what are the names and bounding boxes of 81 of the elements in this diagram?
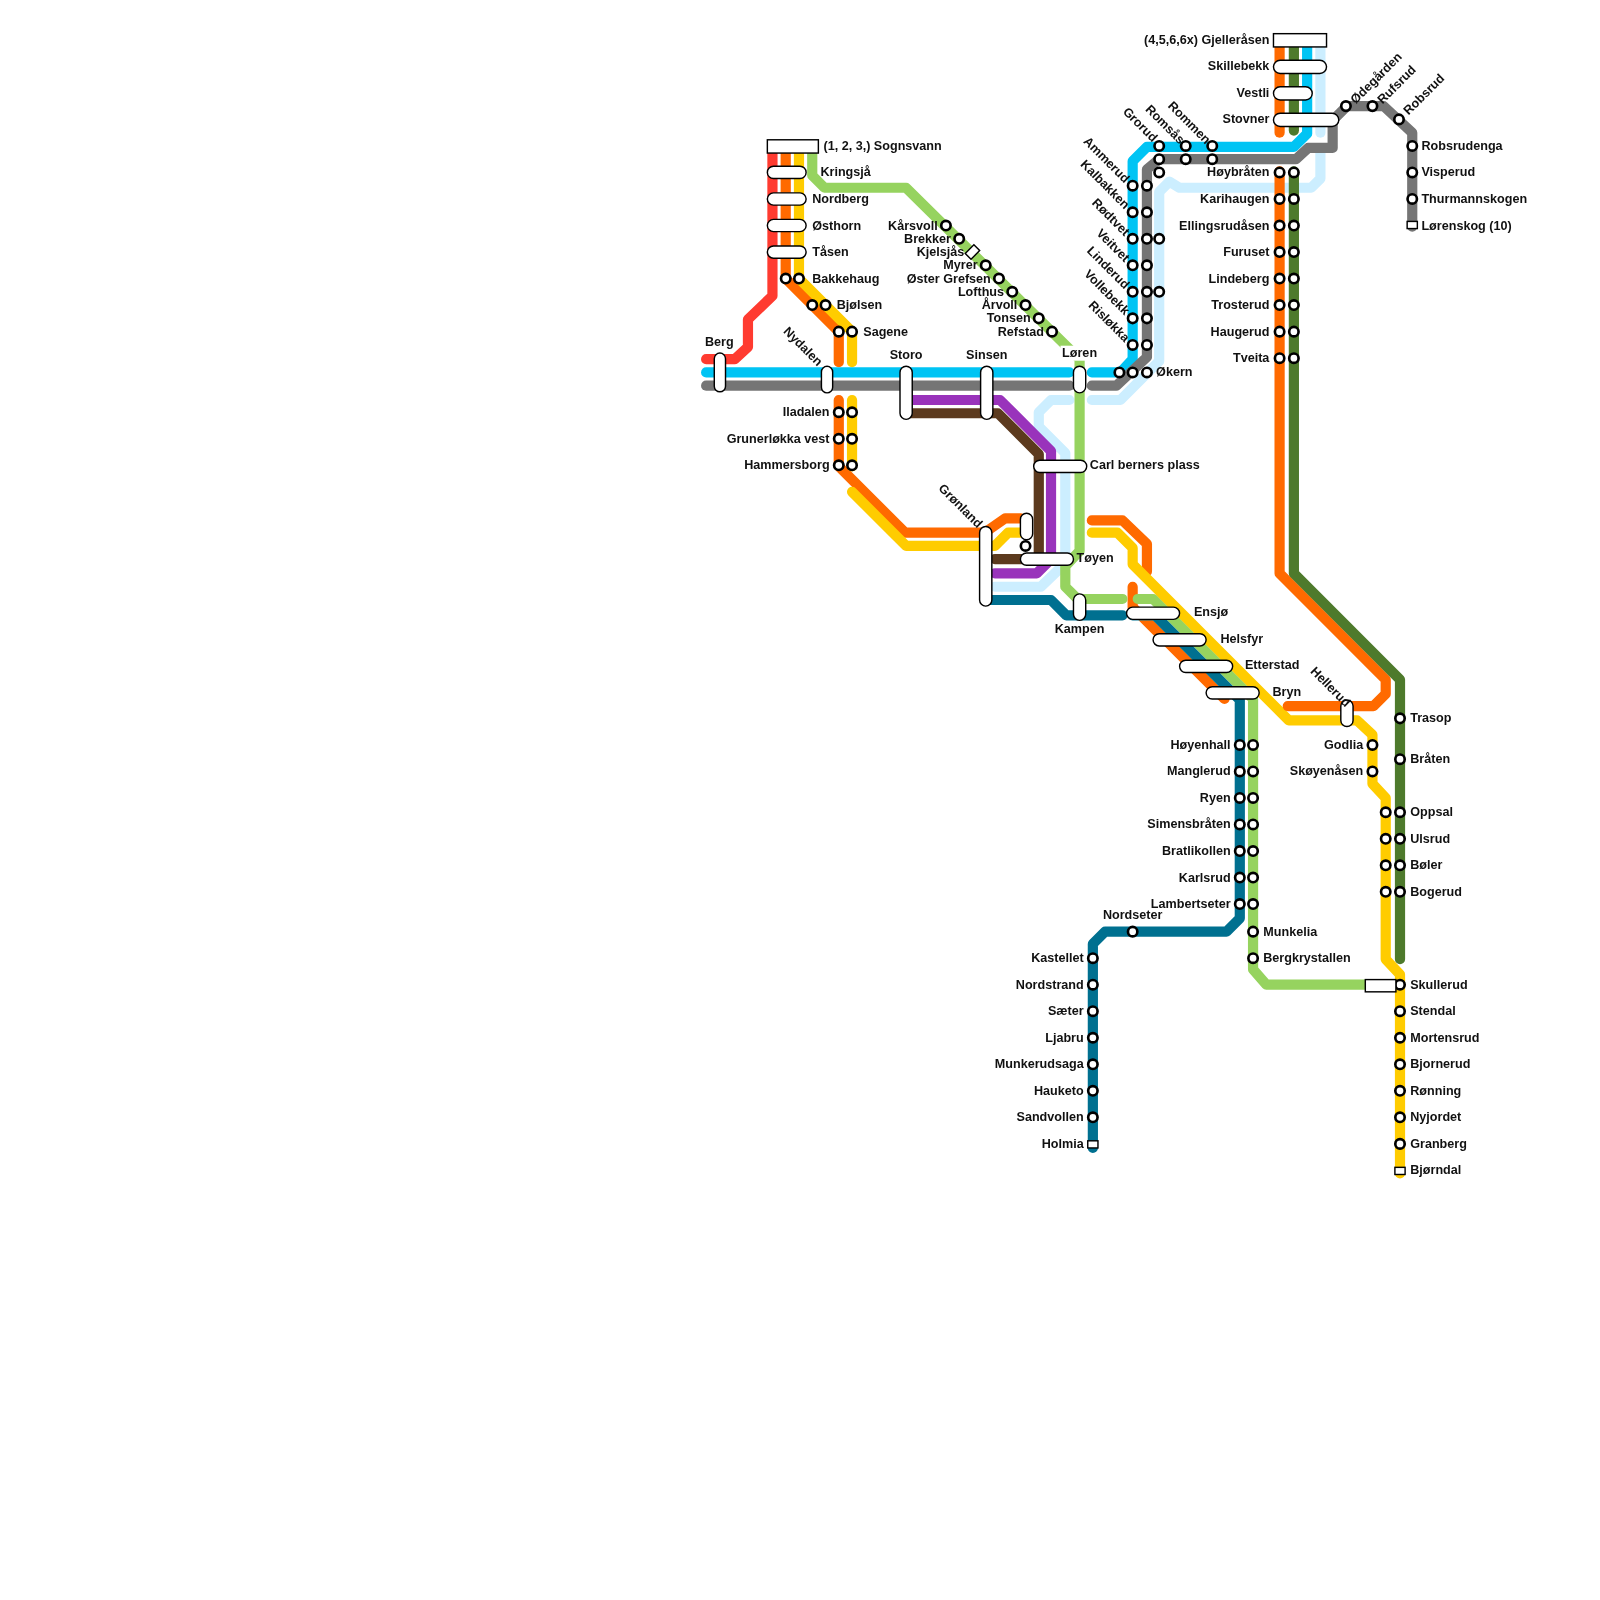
station-name: Berg <box>705 335 734 349</box>
station-name: Løren <box>1060 345 1100 361</box>
station-name: Grunerløkka vest <box>726 432 830 446</box>
station-name: Bjornerud <box>1410 1058 1471 1071</box>
station-name: Bergkrystallen <box>1263 951 1351 965</box>
station-name: Bøler <box>1410 859 1443 872</box>
station-name: Helsfyr <box>1220 632 1264 646</box>
station-name: Hammersborg <box>744 459 830 472</box>
station-name: Brekker <box>904 232 951 246</box>
station-name: Nordberg <box>812 192 869 206</box>
station-name: Lambertseter <box>1150 897 1231 911</box>
station-name: Trasop <box>1410 712 1452 725</box>
station-name: Ellingsrudåsen <box>1179 219 1270 232</box>
station-name: Rønning <box>1410 1084 1462 1098</box>
station-name: Granberg <box>1410 1137 1467 1151</box>
station-name: Furuset <box>1223 245 1270 259</box>
station-name: Etterstad <box>1244 659 1300 672</box>
station-name: Myrer <box>943 259 978 272</box>
station-name: Tonsen <box>986 312 1031 325</box>
station-name: Tåsen <box>812 245 849 259</box>
station-name: Høybråten <box>1207 166 1270 179</box>
station-name: Skullerud <box>1410 978 1468 991</box>
station-name: Sandvollen <box>1016 1111 1084 1124</box>
station-name: Sæter <box>1047 1004 1084 1018</box>
station-name: Munkerudsaga <box>994 1058 1084 1071</box>
station-name: Kringsjå <box>820 166 871 179</box>
station-name: Mortensrud <box>1410 1031 1480 1045</box>
station-name: Oppsal <box>1410 805 1453 819</box>
station-name: Kårsvoll <box>888 219 938 232</box>
station-name: Stovner <box>1222 113 1270 126</box>
station-name: (4,5,6,6x) Gjelleråsen <box>1144 33 1270 47</box>
station-name: Lørenskog (10) <box>1421 219 1512 232</box>
station-name: Høyenhall <box>1170 738 1231 752</box>
station-name: Trosterud <box>1211 298 1270 312</box>
station-name: Simensbråten <box>1147 818 1231 831</box>
station-name: Nyjordet <box>1410 1111 1462 1124</box>
station-name: Sinsen <box>966 348 1008 362</box>
station-name: Bryn <box>1272 685 1302 699</box>
station-name: (1, 2, 3,) Sognsvann <box>823 139 942 153</box>
station-name: Godlia <box>1324 738 1364 752</box>
station-name: Refstad <box>997 325 1044 338</box>
station-name: Øster Grefsen <box>906 272 991 285</box>
station-name: Bråten <box>1410 752 1451 766</box>
station-name: Bogerud <box>1410 885 1462 899</box>
station-name: Karlsrud <box>1178 871 1231 884</box>
station-name: Iladalen <box>782 405 830 419</box>
station-name: Robsrudenga <box>1421 139 1503 153</box>
station-name: Bratlikollen <box>1162 844 1231 858</box>
station-name: Holmia <box>1041 1137 1084 1151</box>
station-name: Skøyenåsen <box>1289 765 1364 778</box>
station-name: Ryen <box>1199 791 1231 805</box>
station-name: Ljabru <box>1045 1031 1084 1045</box>
station-name: Sagene <box>863 325 909 338</box>
station-name: Thurmannskogen <box>1421 192 1528 206</box>
station-name: Manglerud <box>1166 765 1231 778</box>
station-name: Munkelia <box>1263 925 1318 938</box>
station-name: Bjørndal <box>1410 1164 1462 1177</box>
station-name: Årvoll <box>981 298 1018 312</box>
station-name: Kampen <box>1054 622 1105 635</box>
station-name: Skillebekk <box>1207 60 1270 73</box>
station-name: Carl berners plass <box>1089 459 1200 472</box>
station-name: Vestli <box>1236 86 1270 100</box>
station-name: Østhorn <box>812 219 862 232</box>
station-name: Kastellet <box>1031 951 1084 965</box>
station-name: Tøyen <box>1076 551 1114 565</box>
station-name: Bakkehaug <box>812 272 880 285</box>
station-name: Haugerud <box>1210 325 1270 338</box>
station-name: Ensjø <box>1193 605 1229 619</box>
station-name: Visperud <box>1421 166 1476 179</box>
station-name: Tveita <box>1232 351 1270 365</box>
station-name: Bjølsen <box>836 298 883 312</box>
station-name: Lindeberg <box>1208 272 1270 285</box>
station-name: Kjelsjås <box>916 245 965 259</box>
station-name: Økern <box>1156 366 1193 379</box>
station-name: Hauketo <box>1034 1084 1084 1098</box>
station-name: Stendal <box>1410 1004 1456 1018</box>
station-name: Storo <box>889 348 923 362</box>
station-name: Nordseter <box>1102 909 1163 922</box>
station-name: Ulsrud <box>1410 832 1451 846</box>
station-name: Nordstrand <box>1015 978 1084 991</box>
station-name: Karihaugen <box>1200 192 1270 206</box>
